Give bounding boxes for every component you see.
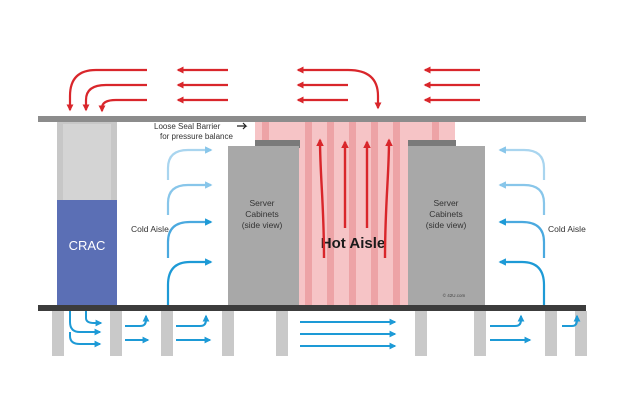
- underfloor-arrows: [69, 311, 581, 350]
- hot-rising-arrows: [316, 138, 393, 259]
- seal-pointer-icon: [237, 122, 248, 130]
- cold-aisle-left-label: Cold Aisle: [131, 224, 169, 234]
- floor-pillars: [52, 311, 587, 356]
- crac-top-inner: [63, 124, 111, 200]
- crac-label: CRAC: [69, 238, 106, 253]
- seal-barrier-label-1: Loose Seal Barrier: [154, 122, 221, 131]
- server-cabinet-right: [408, 146, 485, 305]
- server-cabinet-left-cap: [255, 140, 300, 148]
- cold-aisle-right-arrows: [498, 146, 546, 305]
- cold-aisle-left-arrows: [166, 146, 213, 305]
- hot-aisle-label: Hot Aisle: [321, 235, 385, 252]
- server-left-label-3: (side view): [242, 220, 283, 230]
- crac-unit: [57, 200, 117, 305]
- server-right-label-1: Server: [433, 198, 458, 208]
- raised-floor: [38, 305, 586, 311]
- server-cabinet-right-cap: [408, 140, 456, 148]
- server-left-label-1: Server: [249, 198, 274, 208]
- server-left-label-2: Cabinets: [245, 209, 279, 219]
- seal-barrier-label-2: for pressure balance: [160, 132, 233, 141]
- ceiling: [38, 116, 586, 122]
- server-cabinet-left: [228, 146, 299, 305]
- curtain-stripes: [262, 120, 439, 305]
- server-right-label-3: (side view): [426, 220, 467, 230]
- server-right-label-2: Cabinets: [429, 209, 463, 219]
- cold-aisle-right-label: Cold Aisle: [548, 224, 586, 234]
- copyright-text: © 42U.com: [443, 292, 466, 298]
- hot-return-arrows: [66, 66, 480, 113]
